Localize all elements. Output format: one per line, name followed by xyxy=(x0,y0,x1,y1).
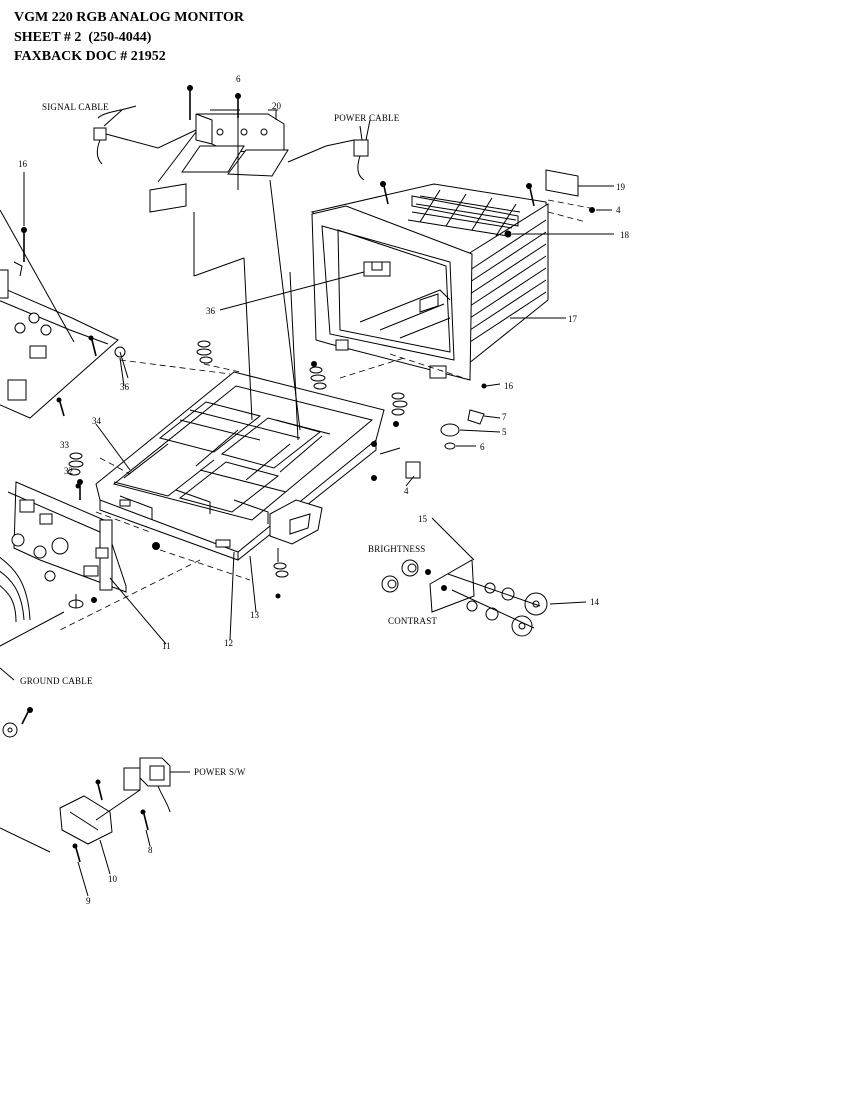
part-number-6-b: 6 xyxy=(480,442,485,452)
part-number-8: 8 xyxy=(148,845,153,855)
part-number-18: 18 xyxy=(620,230,630,240)
sheet-number: SHEET # 2 (250-4044) xyxy=(14,30,152,45)
power-cable-connector xyxy=(287,125,369,181)
doc-title: VGM 220 RGB ANALOG MONITOR xyxy=(14,10,244,25)
top-bracket-assembly xyxy=(149,85,289,213)
part-number-7: 7 xyxy=(502,412,507,422)
part-number-36: 36 xyxy=(206,306,216,316)
ground-cable xyxy=(0,667,33,738)
rear-cover-cabinet xyxy=(310,181,595,381)
part-number-16: 16 xyxy=(18,159,28,169)
part-number-34: 34 xyxy=(92,416,102,426)
hardware-stack-13 xyxy=(273,548,289,599)
part-number-36-b: 36 xyxy=(120,382,130,392)
part-number-10: 10 xyxy=(108,874,118,884)
label-power-cable: POWER CABLE xyxy=(334,113,400,123)
part-number-5: 5 xyxy=(502,427,507,437)
faxback-doc-number: FAXBACK DOC # 21952 xyxy=(14,49,166,64)
part-number-20: 20 xyxy=(272,101,282,111)
part-number-6: 6 xyxy=(236,74,241,84)
label-signal-cable: SIGNAL CABLE xyxy=(42,102,109,112)
part-number-13: 13 xyxy=(250,610,260,620)
part-number-15: 15 xyxy=(418,514,428,524)
main-chassis-frame xyxy=(95,371,385,561)
hardware-stack-right xyxy=(371,392,421,481)
part-number-19: 19 xyxy=(616,182,626,192)
signal-cable-connector xyxy=(93,105,197,165)
label-contrast: CONTRAST xyxy=(388,616,437,626)
part-number-11: 11 xyxy=(162,641,171,651)
label-brightness: BRIGHTNESS xyxy=(368,544,426,554)
part-number-4-b: 4 xyxy=(404,486,409,496)
part-number-17: 17 xyxy=(568,314,578,324)
part-number-9: 9 xyxy=(86,896,91,906)
part-number-4: 4 xyxy=(616,205,621,215)
part-number-16-b: 16 xyxy=(504,381,514,391)
label-ground-cable: GROUND CABLE xyxy=(20,676,93,686)
part-number-32: 32 xyxy=(64,466,73,476)
part-number-33: 33 xyxy=(60,440,70,450)
chassis-grid-cells xyxy=(113,401,331,513)
hardware-stack-left xyxy=(196,340,241,373)
part-number-12: 12 xyxy=(224,638,233,648)
power-switch-bracket xyxy=(0,757,190,897)
main-pcb-board xyxy=(0,172,129,419)
part-number-14: 14 xyxy=(590,597,600,607)
cabinet-vent-grid xyxy=(407,189,521,237)
label-plate xyxy=(545,169,591,223)
hardware-stack-mid xyxy=(309,361,327,390)
crt-neck-board xyxy=(0,479,127,647)
hardware-stack-crt xyxy=(67,452,84,489)
brightness-contrast-bracket xyxy=(381,559,587,637)
label-power-switch: POWER S/W xyxy=(194,767,246,777)
